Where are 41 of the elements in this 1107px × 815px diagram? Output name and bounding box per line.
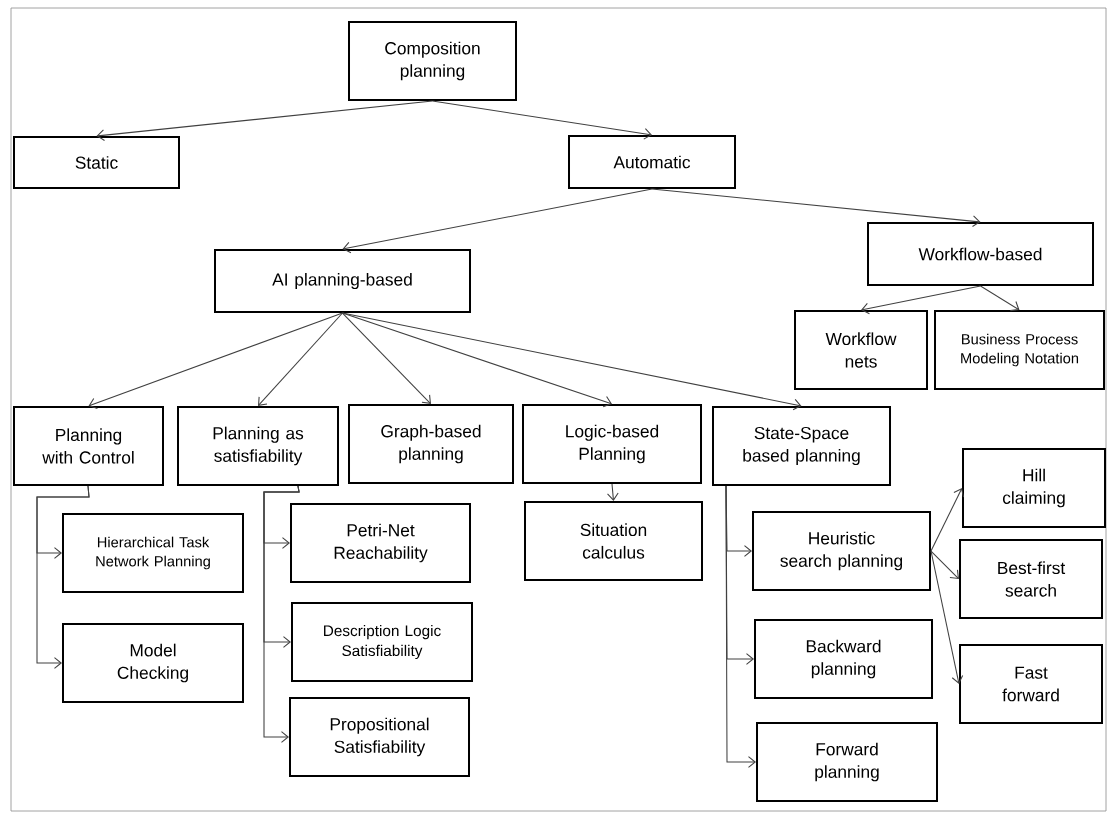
- arrow: [88, 312, 344, 409]
- box: Petri-Net Reachability: [290, 503, 471, 583]
- arrow: [979, 285, 1020, 312]
- box: Planning as satisfiability: [177, 406, 339, 486]
- arrow: [263, 485, 300, 743]
- box: Model Checking: [62, 623, 244, 703]
- arrow: [96, 100, 434, 142]
- arrow: [607, 483, 619, 501]
- box: Hill claiming: [962, 448, 1106, 528]
- box: Business Process Modeling Notation: [934, 310, 1105, 390]
- arrow: [36, 485, 90, 669]
- box: Logic-based Planning: [522, 404, 702, 484]
- box: Automatic: [568, 135, 736, 189]
- box: Graph-based planning: [348, 404, 514, 484]
- box: Hierarchical Task Network Planning: [62, 513, 244, 593]
- box: Composition planning: [348, 21, 517, 101]
- box: Description Logic Satisfiability: [291, 602, 473, 682]
- box: State-Space based planning: [712, 406, 891, 486]
- box: Best-first search: [959, 539, 1103, 619]
- box: AI planning-based: [214, 249, 471, 313]
- arrow: [341, 312, 802, 411]
- arrow: [930, 550, 964, 684]
- box: Backward planning: [754, 619, 933, 699]
- box: Planning with Control: [13, 406, 164, 486]
- arrow: [341, 312, 431, 404]
- box: Workflow nets: [794, 310, 928, 390]
- box: Heuristic search planning: [752, 511, 931, 591]
- box: Workflow-based: [867, 222, 1094, 286]
- box: Forward planning: [756, 722, 938, 802]
- box: Situation calculus: [524, 501, 703, 581]
- arrow: [651, 188, 981, 228]
- arrow: [258, 312, 344, 406]
- arrow: [861, 285, 982, 315]
- box: Static: [13, 136, 180, 189]
- arrow: [725, 485, 756, 768]
- arrow: [342, 188, 653, 254]
- box: Fast forward: [959, 644, 1103, 724]
- box: Propositional Satisfiability: [289, 697, 470, 777]
- arrow: [431, 100, 652, 140]
- arrow: [930, 550, 959, 579]
- arrow: [930, 488, 964, 552]
